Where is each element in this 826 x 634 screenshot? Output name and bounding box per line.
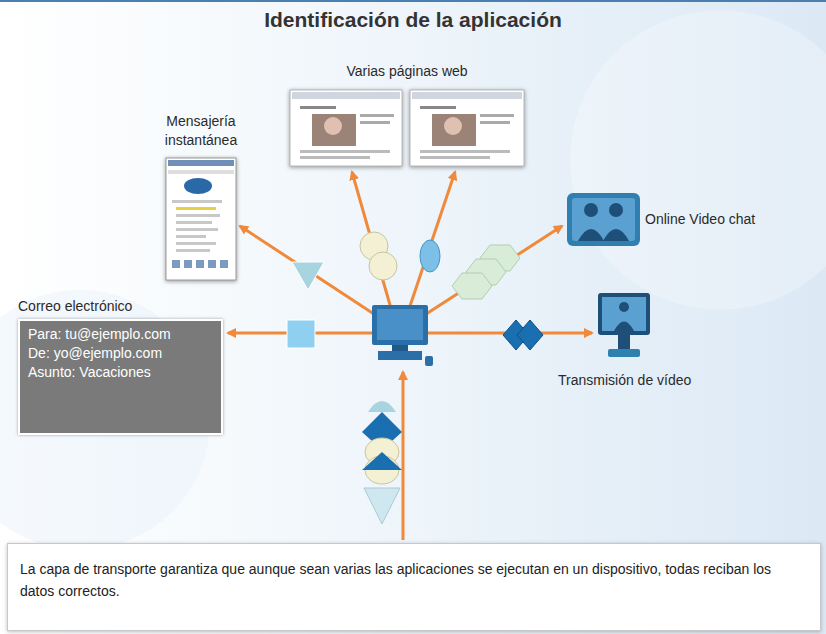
app-node: Transmisión de vídeo xyxy=(558,371,691,390)
video-stream-icon xyxy=(598,293,650,357)
im-window xyxy=(166,158,236,280)
diagram-title: Identificación de la aplicación xyxy=(0,8,826,32)
app-label: Correo electrónico xyxy=(18,297,223,316)
segment-stack xyxy=(362,401,402,524)
computer-icon xyxy=(372,305,433,366)
email-line: De: yo@ejemplo.com xyxy=(28,344,213,363)
app-node: Mensajería instantánea xyxy=(146,112,256,150)
email-line: Asunto: Vacaciones xyxy=(28,363,213,382)
segment-circle xyxy=(369,252,397,280)
app-node: Online Video chat xyxy=(645,210,755,229)
web-page-screenshot xyxy=(410,90,524,166)
app-node: Correo electrónicoPara: tu@ejemplo.comDe… xyxy=(18,297,223,435)
segment-hexagons xyxy=(452,245,520,299)
segment-diamonds xyxy=(503,320,543,350)
bg-circle xyxy=(570,10,826,310)
caption-box: La capa de transporte garantiza que aunq… xyxy=(7,543,821,631)
app-label: Transmisión de vídeo xyxy=(558,371,691,390)
video-chat-icon xyxy=(567,193,640,246)
segment-ellipse xyxy=(420,240,440,272)
app-node: Varias páginas web xyxy=(288,62,526,81)
app-label: Varias páginas web xyxy=(288,62,526,81)
email-box: Para: tu@ejemplo.comDe: yo@ejemplo.comAs… xyxy=(18,319,223,435)
data-arrows xyxy=(228,172,592,540)
segment-triangle xyxy=(292,262,324,290)
email-line: Para: tu@ejemplo.com xyxy=(28,325,213,344)
web-page-screenshot xyxy=(290,90,402,166)
segment-square xyxy=(287,320,315,348)
app-label: Online Video chat xyxy=(645,210,755,229)
top-rule xyxy=(0,0,826,2)
app-label: Mensajería instantánea xyxy=(146,112,256,150)
